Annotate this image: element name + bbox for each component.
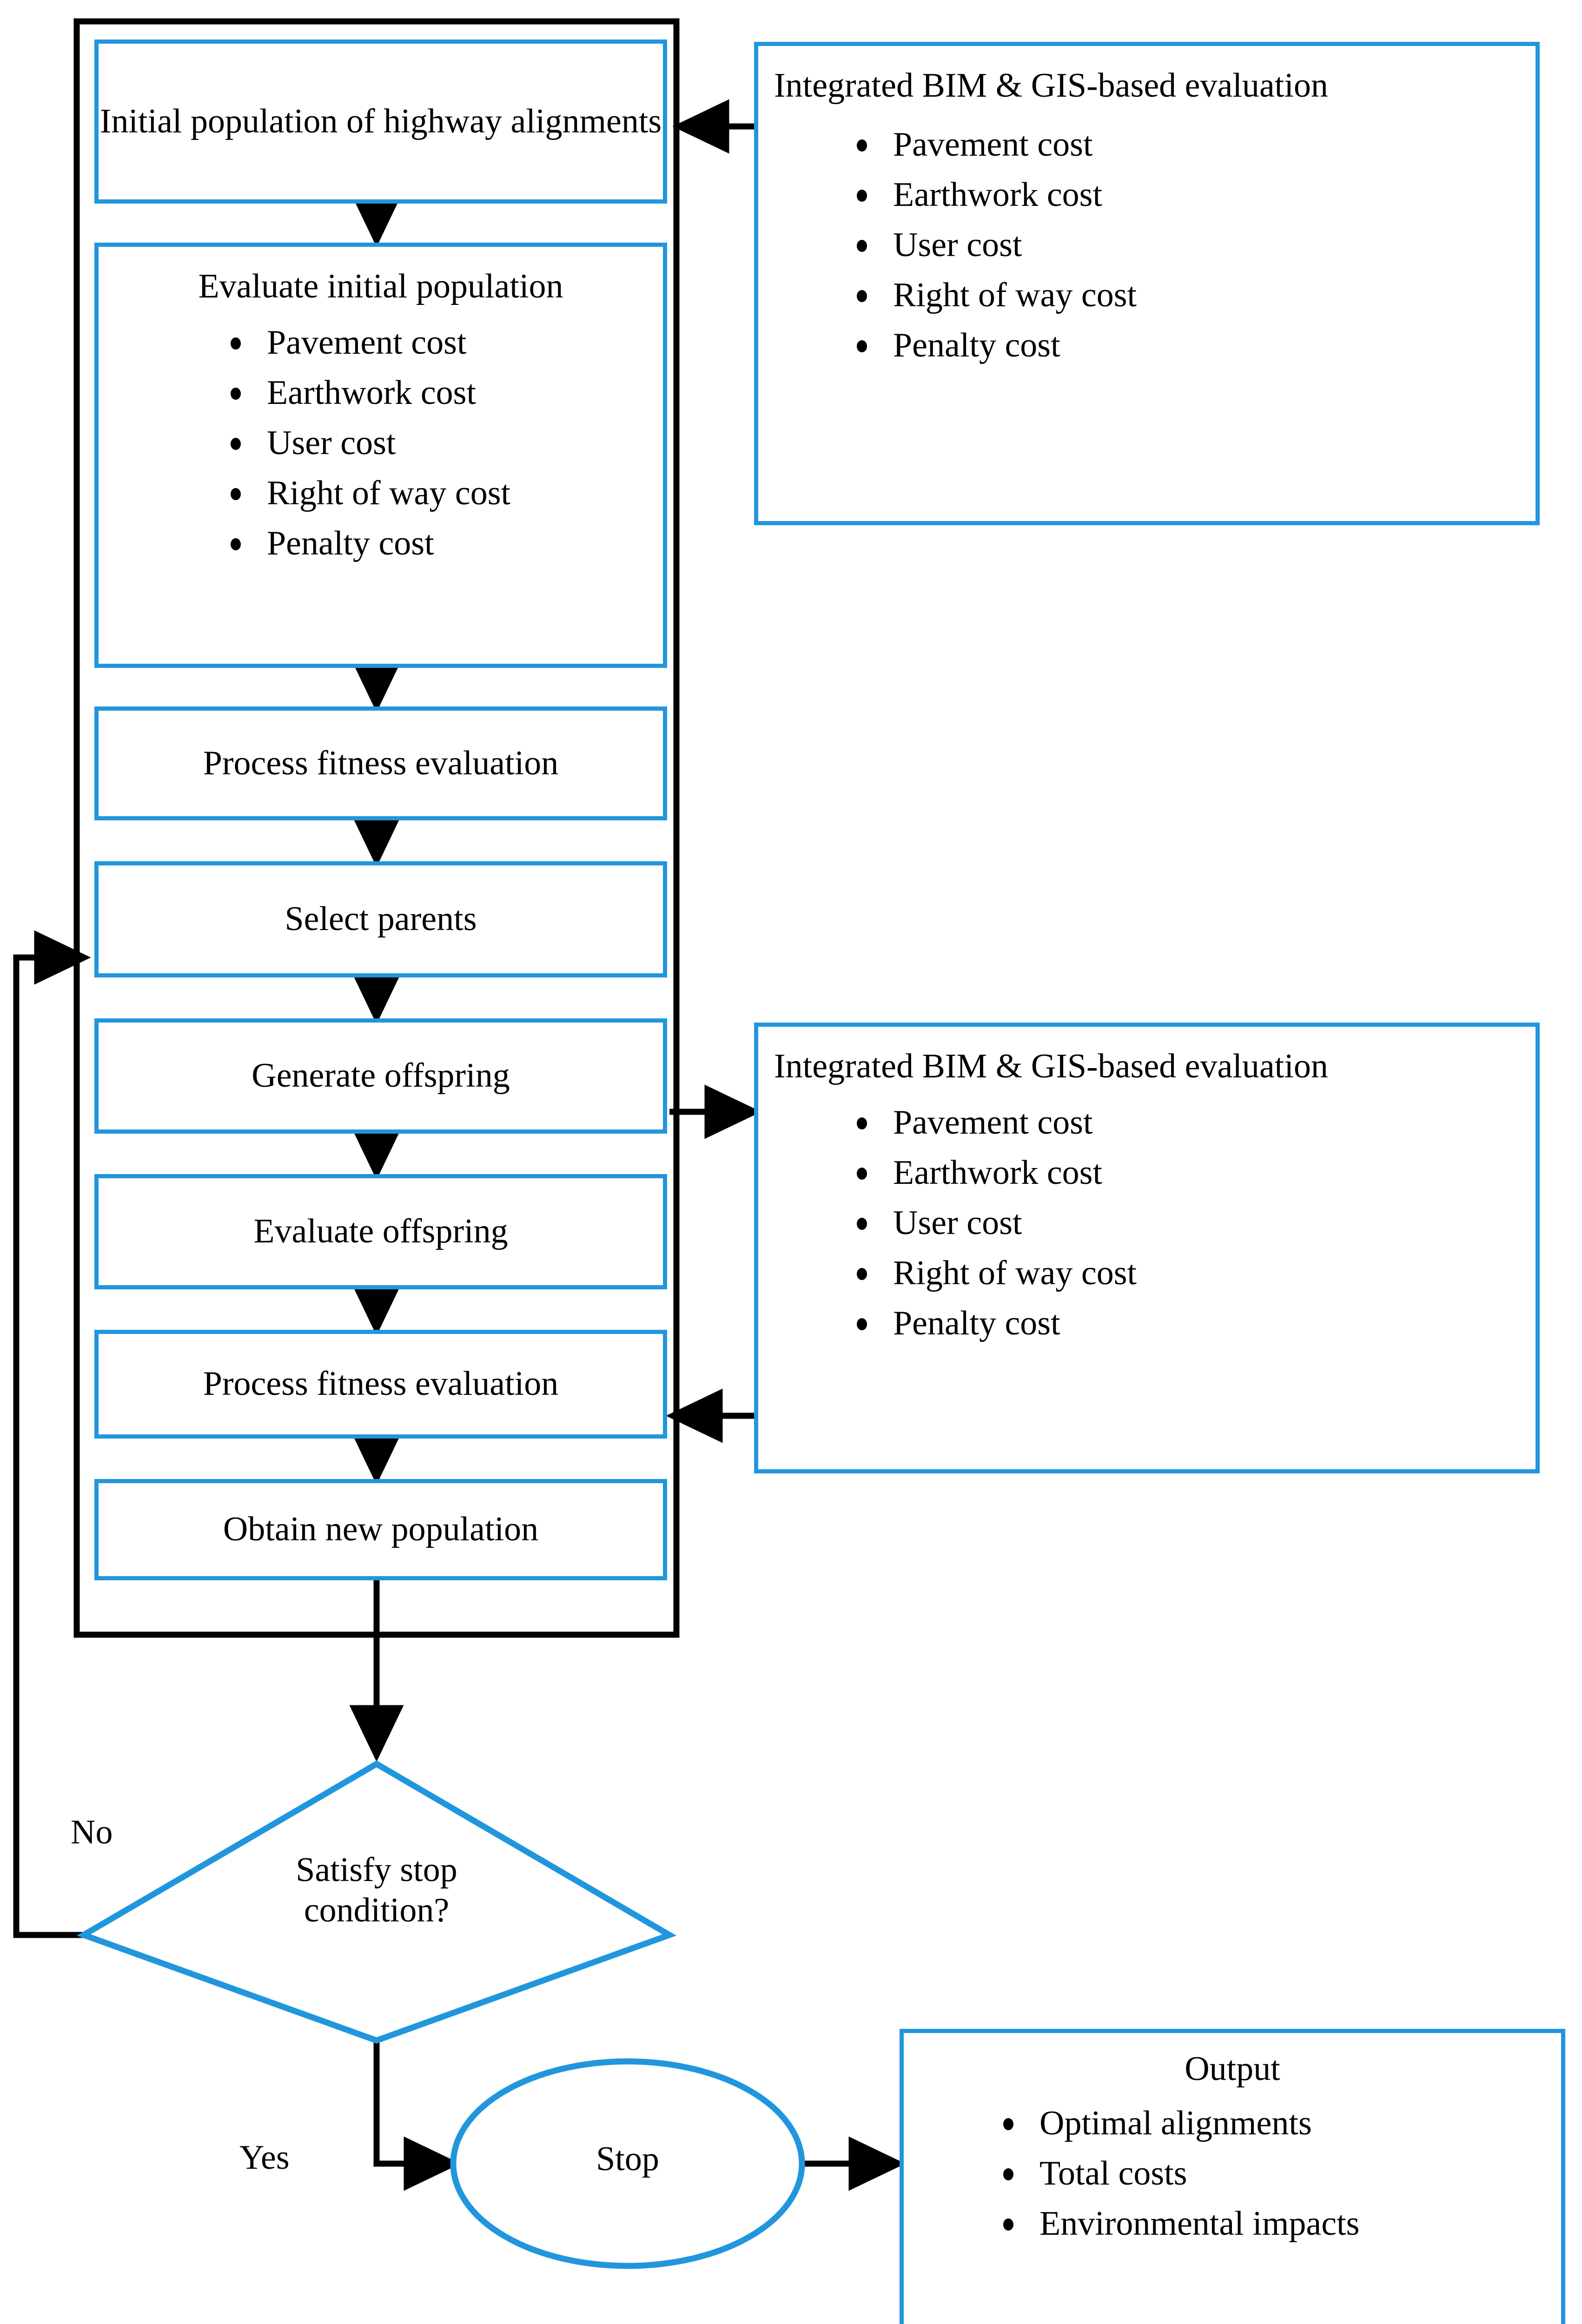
node-select-parents[interactable]: Select parents [94, 861, 667, 977]
node-bim-gis-evaluation-bottom-heading: Integrated BIM & GIS-based evaluation [774, 1047, 1328, 1085]
node-evaluate-offspring[interactable]: Evaluate offspring [94, 1174, 667, 1289]
stop-label-wrap: Stop [542, 2142, 714, 2176]
bullet-item: User cost [845, 1206, 1536, 1240]
bullet-item: Optimal alignments [991, 2106, 1561, 2140]
node-output[interactable]: Output Optimal alignments Total costs En… [900, 2029, 1565, 2324]
node-generate-offspring-label: Generate offspring [252, 1056, 510, 1095]
node-evaluate-initial-population-heading: Evaluate initial population [198, 267, 563, 305]
node-initial-population-label: Initial population of highway alignments [99, 102, 662, 140]
node-initial-population[interactable]: Initial population of highway alignments [94, 40, 667, 204]
node-bim-gis-evaluation-top-heading: Integrated BIM & GIS-based evaluation [774, 66, 1328, 105]
bullet-item: Pavement cost [845, 1105, 1536, 1140]
bullet-item: Environmental impacts [991, 2206, 1561, 2241]
node-bim-gis-evaluation-bottom-bullets: Pavement cost Earthwork cost User cost R… [845, 1105, 1536, 1340]
bullet-item: Penalty cost [218, 526, 663, 561]
node-evaluate-offspring-label: Evaluate offspring [253, 1212, 508, 1251]
node-generate-offspring[interactable]: Generate offspring [94, 1018, 667, 1134]
node-bim-gis-evaluation-top[interactable]: Integrated BIM & GIS-based evaluation Pa… [754, 42, 1540, 525]
decision-diamond-label: Satisfy stop condition? [296, 1851, 457, 1930]
bullet-item: Earthwork cost [218, 376, 663, 410]
bullet-item: Earthwork cost [845, 1155, 1536, 1190]
bullet-item: Pavement cost [218, 325, 663, 360]
decision-diamond-label-wrap: Satisfy stop condition? [218, 1850, 535, 1931]
edge-label-yes: Yes [239, 2139, 290, 2177]
node-output-heading: Output [1185, 2050, 1280, 2088]
node-output-bullets: Optimal alignments Total costs Environme… [991, 2106, 1561, 2241]
node-obtain-new-population[interactable]: Obtain new population [94, 1479, 667, 1580]
node-select-parents-label: Select parents [285, 900, 477, 938]
bullet-item: Penalty cost [845, 328, 1536, 363]
node-process-fitness-evaluation-2[interactable]: Process fitness evaluation [94, 1330, 667, 1439]
bullet-item: Pavement cost [845, 127, 1536, 162]
bullet-item: Earthwork cost [845, 178, 1536, 212]
node-evaluate-initial-population-bullets: Pavement cost Earthwork cost User cost R… [218, 325, 663, 561]
bullet-item: Right of way cost [218, 476, 663, 510]
arrow-no-feedback-to-select [13, 930, 91, 1938]
bullet-item: Right of way cost [845, 278, 1536, 312]
edge-label-no: No [71, 1813, 113, 1851]
bullet-item: Penalty cost [845, 1306, 1536, 1340]
bullet-item: Right of way cost [845, 1256, 1536, 1290]
bullet-item: Total costs [991, 2156, 1561, 2191]
node-process-fitness-evaluation-2-label: Process fitness evaluation [203, 1365, 559, 1403]
bullet-item: User cost [218, 426, 663, 460]
node-obtain-new-population-label: Obtain new population [223, 1510, 539, 1549]
node-process-fitness-evaluation-1-label: Process fitness evaluation [203, 744, 559, 782]
node-evaluate-initial-population[interactable]: Evaluate initial population Pavement cos… [94, 243, 667, 668]
node-bim-gis-evaluation-top-bullets: Pavement cost Earthwork cost User cost R… [845, 127, 1536, 363]
node-process-fitness-evaluation-1[interactable]: Process fitness evaluation [94, 706, 667, 820]
arrow-yes-to-stop [373, 2038, 461, 2191]
bullet-item: User cost [845, 228, 1536, 262]
node-bim-gis-evaluation-bottom[interactable]: Integrated BIM & GIS-based evaluation Pa… [754, 1023, 1540, 1473]
stop-label: Stop [596, 2140, 659, 2178]
